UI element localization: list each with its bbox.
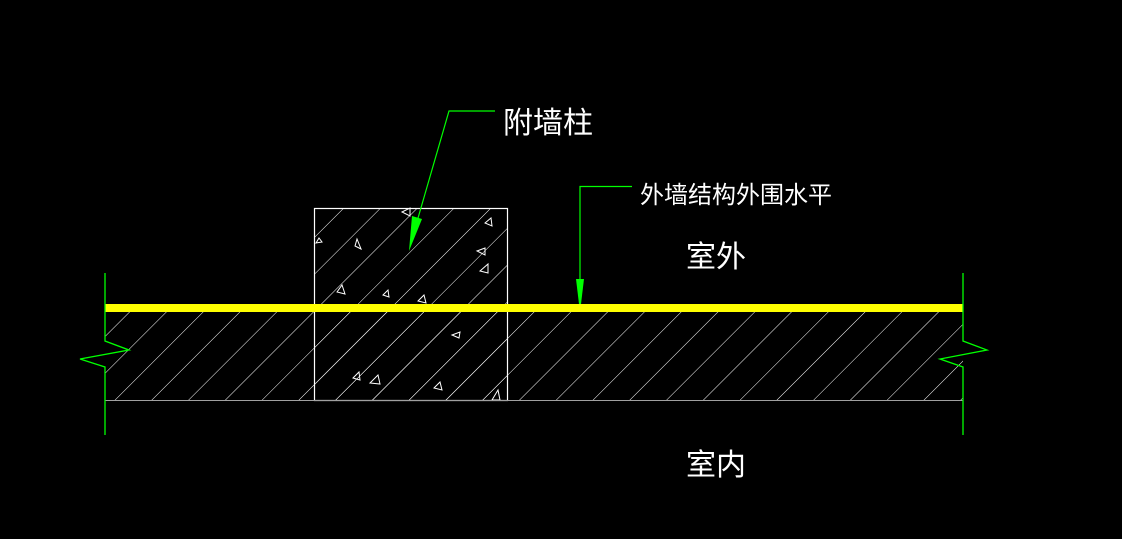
boundary-leader-line	[579, 185, 632, 285]
column-leader-line	[415, 110, 495, 226]
column-leader-arrow-icon	[409, 216, 422, 251]
outside-label: 室外	[686, 240, 746, 275]
left-break-line	[79, 273, 132, 435]
boundary-leader-arrow-icon	[576, 279, 584, 304]
right-break-line	[937, 273, 990, 435]
inside-label: 室内	[686, 448, 746, 483]
outer-wall-line-label: 外墙结构外围水平	[640, 181, 832, 209]
outer-wall-boundary-line	[105, 304, 963, 312]
concrete-aggregate-marks	[315, 207, 501, 401]
column-label: 附墙柱	[503, 106, 593, 141]
wall-hatch	[105, 312, 963, 400]
